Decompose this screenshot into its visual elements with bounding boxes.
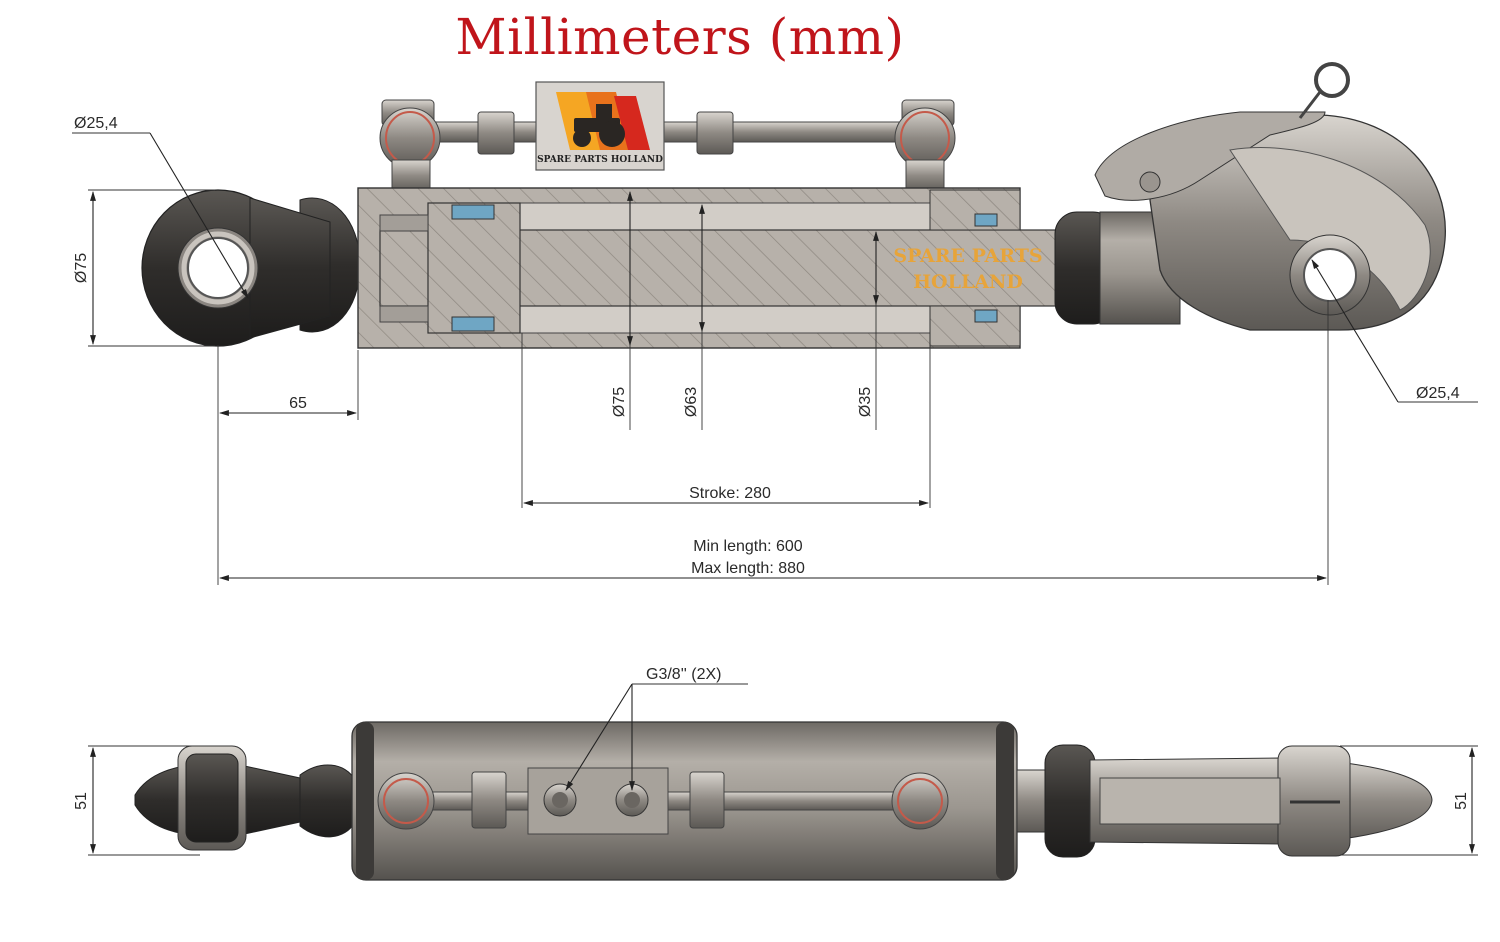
dim-max-length: Max length: 880 — [691, 560, 805, 577]
dim-bore-inner: Ø63 — [683, 387, 700, 417]
dim-min-length: Min length: 600 — [693, 538, 803, 555]
watermark-line1: SPARE PARTS — [893, 245, 1042, 267]
dimension-labels-top: Ø25,4 Ø75 65 Ø75 Ø63 Ø35 Ø25,4 Stroke: 2… — [73, 115, 1460, 577]
side-view — [134, 721, 1433, 881]
dim-width-right: 51 — [1453, 792, 1470, 810]
logo-text: SPARE PARTS HOLLAND — [537, 155, 663, 165]
watermark-line2: HOLLAND — [913, 271, 1023, 293]
left-rod-eye — [141, 189, 361, 347]
hook-assembly — [1094, 62, 1446, 331]
page-title: Millimeters (mm) — [455, 8, 905, 66]
dim-eye-left-diameter: Ø25,4 — [74, 115, 118, 132]
dimension-labels-side: G3/8'' (2X) 51 51 — [73, 666, 1470, 810]
dim-stroke: Stroke: 280 — [689, 485, 771, 502]
dim-width-left: 51 — [73, 792, 90, 810]
hydraulic-pipe — [379, 99, 956, 193]
dim-offset-left: 65 — [289, 395, 307, 412]
cylinder-section — [357, 187, 1057, 349]
dim-hook-diameter: Ø25,4 — [1416, 385, 1460, 402]
dim-rod-diameter: Ø35 — [857, 387, 874, 417]
brand-logo: SPARE PARTS HOLLAND — [535, 81, 665, 171]
dim-eye-left-height: Ø75 — [73, 253, 90, 283]
dim-bore-outer: Ø75 — [611, 387, 628, 417]
watermark: SPARE PARTS HOLLAND — [893, 245, 1042, 293]
dimension-lines-side — [88, 683, 1478, 856]
dim-ports: G3/8'' (2X) — [646, 666, 721, 683]
dimension-lines-top — [72, 132, 1478, 585]
